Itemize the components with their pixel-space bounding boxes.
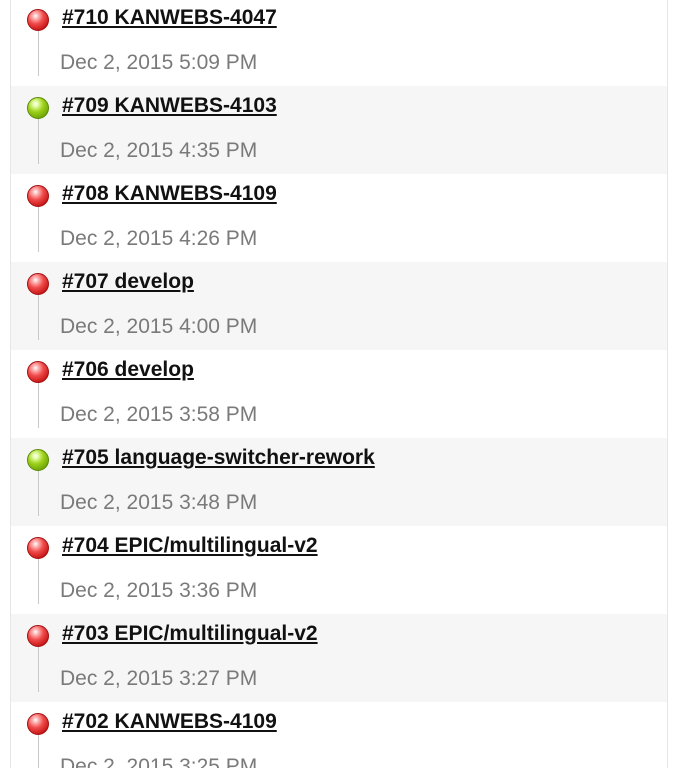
red-ball-icon [27,537,49,559]
build-row: #707 develop Dec 2, 2015 4:00 PM [11,262,667,350]
timeline-line [38,734,39,768]
build-history-list: #710 KANWEBS-4047 Dec 2, 2015 5:09 PM #7… [10,0,668,768]
timeline-line [38,646,39,692]
build-row: #704 EPIC/multilingual-v2 Dec 2, 2015 3:… [11,526,667,614]
build-timestamp: Dec 2, 2015 4:00 PM [60,315,258,338]
build-link[interactable]: #706 develop [62,358,194,381]
build-timestamp: Dec 2, 2015 4:26 PM [60,227,258,250]
build-link[interactable]: #708 KANWEBS-4109 [62,182,277,205]
red-ball-icon [27,185,49,207]
build-link[interactable]: #707 develop [62,270,194,293]
build-link[interactable]: #702 KANWEBS-4109 [62,710,277,733]
red-ball-icon [27,9,49,31]
build-timestamp: Dec 2, 2015 5:09 PM [60,51,258,74]
build-link[interactable]: #705 language-switcher-rework [62,446,375,469]
red-ball-icon [27,713,49,735]
build-timestamp: Dec 2, 2015 4:35 PM [60,139,258,162]
green-ball-icon [27,449,49,471]
build-row: #702 KANWEBS-4109 Dec 2, 2015 3:25 PM [11,702,667,768]
build-timestamp: Dec 2, 2015 3:58 PM [60,403,258,426]
timeline-line [38,206,39,252]
build-link[interactable]: #709 KANWEBS-4103 [62,94,277,117]
build-row: #710 KANWEBS-4047 Dec 2, 2015 5:09 PM [11,0,667,86]
build-row: #708 KANWEBS-4109 Dec 2, 2015 4:26 PM [11,174,667,262]
timeline-line [38,382,39,428]
build-timestamp: Dec 2, 2015 3:36 PM [60,579,258,602]
build-link[interactable]: #710 KANWEBS-4047 [62,6,277,29]
green-ball-icon [27,97,49,119]
build-row: #705 language-switcher-rework Dec 2, 201… [11,438,667,526]
timeline-line [38,558,39,604]
build-row: #706 develop Dec 2, 2015 3:58 PM [11,350,667,438]
timeline-line [38,294,39,340]
timeline-line [38,30,39,76]
build-row: #709 KANWEBS-4103 Dec 2, 2015 4:35 PM [11,86,667,174]
timeline-line [38,470,39,516]
build-link[interactable]: #704 EPIC/multilingual-v2 [62,534,318,557]
build-timestamp: Dec 2, 2015 3:48 PM [60,491,258,514]
build-link[interactable]: #703 EPIC/multilingual-v2 [62,622,318,645]
build-row: #703 EPIC/multilingual-v2 Dec 2, 2015 3:… [11,614,667,702]
red-ball-icon [27,273,49,295]
build-timestamp: Dec 2, 2015 3:27 PM [60,667,258,690]
red-ball-icon [27,361,49,383]
red-ball-icon [27,625,49,647]
timeline-line [38,118,39,164]
